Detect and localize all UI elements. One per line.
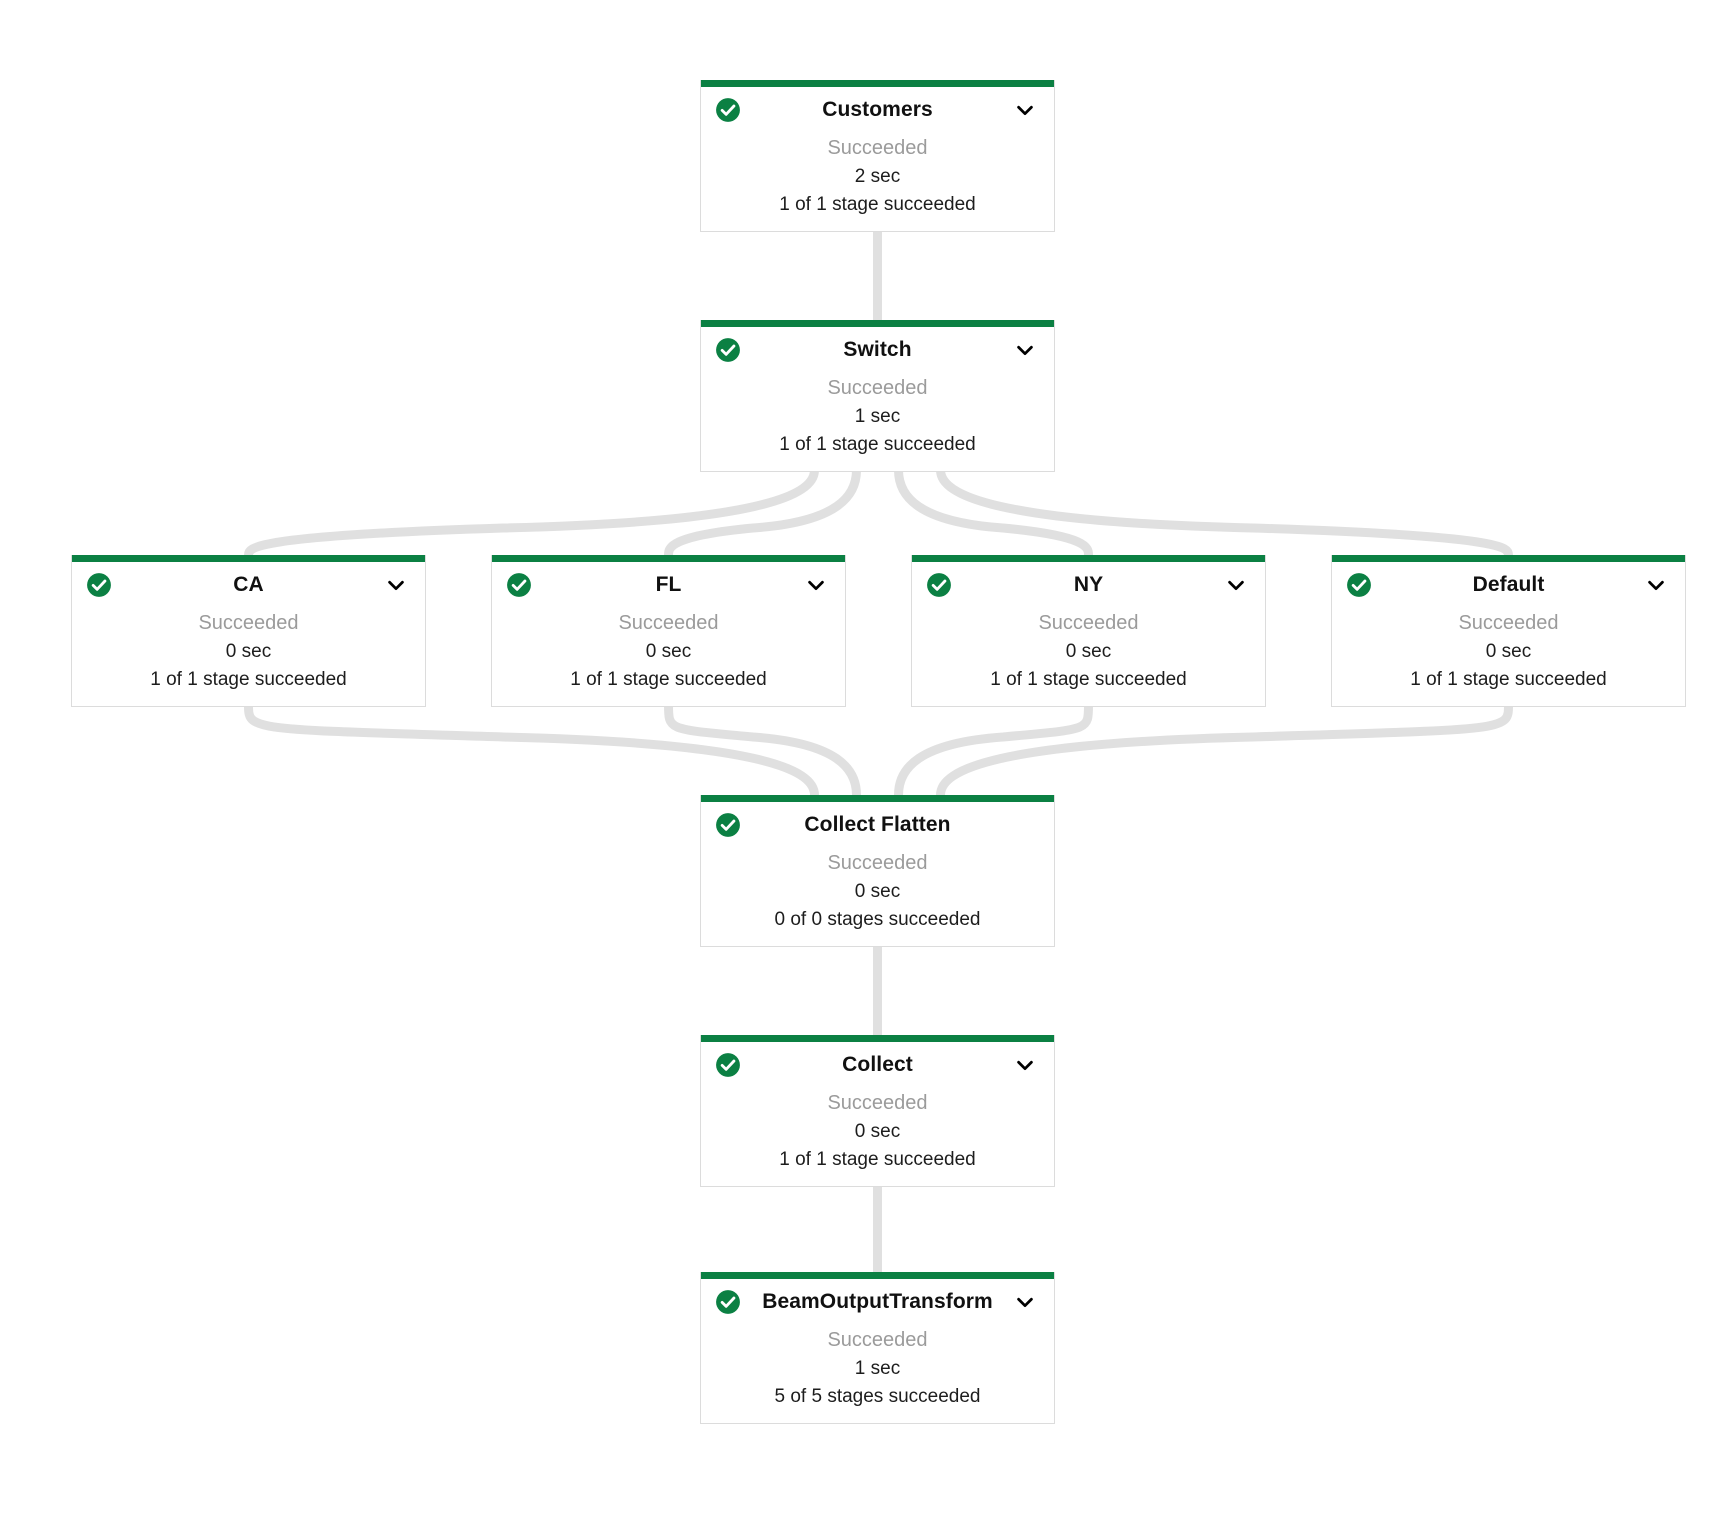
node-status-accent-bar — [701, 80, 1054, 87]
chevron-down-icon[interactable] — [805, 574, 827, 596]
edge-fl-to-collect_flatten — [664, 704, 861, 796]
node-stages-text: 1 of 1 stage succeeded — [779, 1149, 976, 1170]
chevron-down-icon[interactable] — [1225, 574, 1247, 596]
node-status-text: Succeeded — [827, 1329, 928, 1351]
chevron-down-icon[interactable] — [1014, 99, 1036, 121]
node-header-default: Default — [1332, 562, 1685, 608]
chevron-down-icon[interactable] — [1014, 1291, 1036, 1313]
node-status-accent-bar — [701, 1272, 1054, 1279]
edge-switch-to-ny — [894, 469, 1093, 556]
edge-switch-to-default — [936, 469, 1513, 556]
node-card-ny[interactable]: NY Succeeded 0 sec 1 of 1 stage succeeded — [911, 555, 1266, 707]
node-status-text: Succeeded — [1458, 612, 1559, 634]
node-header-collect_flatten: Collect Flatten — [701, 802, 1054, 848]
node-status-text: Succeeded — [827, 137, 928, 159]
node-header-beam_output_transform: BeamOutputTransform — [701, 1279, 1054, 1325]
node-stages-text: 1 of 1 stage succeeded — [1410, 669, 1607, 690]
chevron-down-icon[interactable] — [385, 574, 407, 596]
node-stages-text: 5 of 5 stages succeeded — [774, 1386, 981, 1407]
node-status-accent-bar — [1332, 555, 1685, 562]
edge-switch-to-fl — [664, 469, 861, 556]
node-status-text: Succeeded — [618, 612, 719, 634]
node-body-default: Succeeded 0 sec 1 of 1 stage succeeded — [1332, 608, 1685, 706]
node-title-fl: FL — [655, 573, 682, 596]
node-body-ny: Succeeded 0 sec 1 of 1 stage succeeded — [912, 608, 1265, 706]
node-status-accent-bar — [701, 795, 1054, 802]
node-status-accent-bar — [701, 320, 1054, 327]
edge-switch-to-ca — [244, 469, 819, 556]
node-body-customers: Succeeded 2 sec 1 of 1 stage succeeded — [701, 133, 1054, 231]
node-status-accent-bar — [492, 555, 845, 562]
node-title-collect_flatten: Collect Flatten — [804, 813, 951, 836]
node-duration-text: 0 sec — [854, 881, 901, 902]
check-circle-icon — [87, 573, 111, 597]
check-circle-icon — [716, 813, 740, 837]
chevron-down-icon[interactable] — [1014, 1054, 1036, 1076]
node-header-collect: Collect — [701, 1042, 1054, 1088]
node-duration-text: 0 sec — [1065, 641, 1112, 662]
node-header-customers: Customers — [701, 87, 1054, 133]
edge-default-to-collect_flatten — [936, 704, 1513, 796]
check-circle-icon — [507, 573, 531, 597]
node-body-fl: Succeeded 0 sec 1 of 1 stage succeeded — [492, 608, 845, 706]
node-status-text: Succeeded — [827, 1092, 928, 1114]
node-header-switch: Switch — [701, 327, 1054, 373]
node-header-ny: NY — [912, 562, 1265, 608]
node-body-beam_output_transform: Succeeded 1 sec 5 of 5 stages succeeded — [701, 1325, 1054, 1423]
node-body-collect_flatten: Succeeded 0 sec 0 of 0 stages succeeded — [701, 848, 1054, 946]
node-title-collect: Collect — [842, 1053, 913, 1076]
node-status-text: Succeeded — [827, 852, 928, 874]
node-body-collect: Succeeded 0 sec 1 of 1 stage succeeded — [701, 1088, 1054, 1186]
check-circle-icon — [1347, 573, 1371, 597]
check-circle-icon — [716, 98, 740, 122]
node-duration-text: 0 sec — [225, 641, 272, 662]
node-status-accent-bar — [701, 1035, 1054, 1042]
node-stages-text: 1 of 1 stage succeeded — [150, 669, 347, 690]
check-circle-icon — [716, 1053, 740, 1077]
node-title-beam_output_transform: BeamOutputTransform — [762, 1290, 993, 1313]
node-title-ny: NY — [1073, 573, 1104, 596]
node-duration-text: 1 sec — [854, 406, 901, 427]
node-title-ca: CA — [233, 573, 264, 596]
node-title-customers: Customers — [822, 98, 933, 121]
node-body-ca: Succeeded 0 sec 1 of 1 stage succeeded — [72, 608, 425, 706]
node-status-accent-bar — [72, 555, 425, 562]
node-status-text: Succeeded — [1038, 612, 1139, 634]
chevron-down-icon[interactable] — [1645, 574, 1667, 596]
node-stages-text: 1 of 1 stage succeeded — [779, 194, 976, 215]
node-stages-text: 1 of 1 stage succeeded — [570, 669, 767, 690]
node-stages-text: 1 of 1 stage succeeded — [779, 434, 976, 455]
node-duration-text: 0 sec — [645, 641, 692, 662]
chevron-down-icon[interactable] — [1014, 339, 1036, 361]
node-duration-text: 1 sec — [854, 1358, 901, 1379]
node-header-ca: CA — [72, 562, 425, 608]
node-status-accent-bar — [912, 555, 1265, 562]
node-duration-text: 2 sec — [854, 166, 901, 187]
node-body-switch: Succeeded 1 sec 1 of 1 stage succeeded — [701, 373, 1054, 471]
node-duration-text: 0 sec — [854, 1121, 901, 1142]
check-circle-icon — [716, 1290, 740, 1314]
check-circle-icon — [716, 338, 740, 362]
edge-ny-to-collect_flatten — [894, 704, 1093, 796]
node-status-text: Succeeded — [827, 377, 928, 399]
node-duration-text: 0 sec — [1485, 641, 1532, 662]
node-title-switch: Switch — [843, 338, 912, 361]
node-title-default: Default — [1472, 573, 1545, 596]
node-stages-text: 1 of 1 stage succeeded — [990, 669, 1187, 690]
node-card-fl[interactable]: FL Succeeded 0 sec 1 of 1 stage succeeded — [491, 555, 846, 707]
node-stages-text: 0 of 0 stages succeeded — [774, 909, 981, 930]
node-status-text: Succeeded — [198, 612, 299, 634]
edge-ca-to-collect_flatten — [244, 704, 819, 796]
node-header-fl: FL — [492, 562, 845, 608]
node-card-ca[interactable]: CA Succeeded 0 sec 1 of 1 stage succeeded — [71, 555, 426, 707]
check-circle-icon — [927, 573, 951, 597]
